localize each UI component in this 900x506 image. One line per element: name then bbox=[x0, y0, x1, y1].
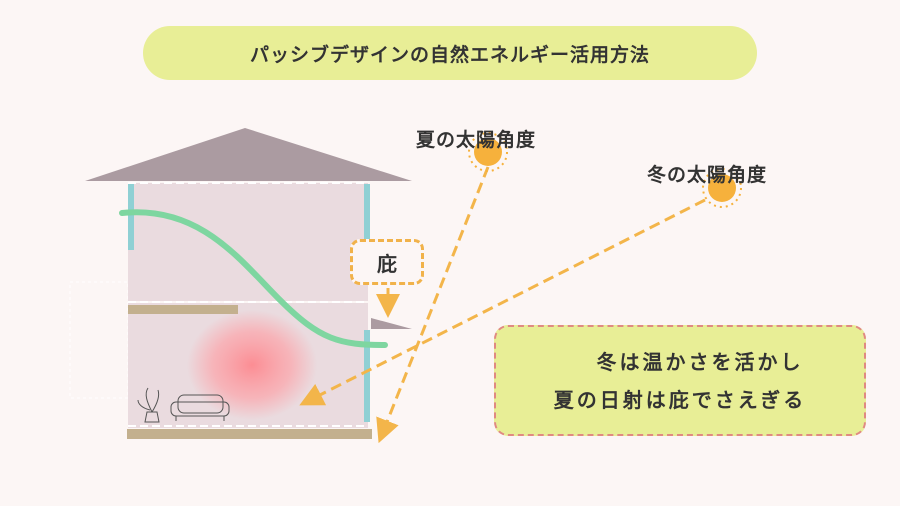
eave-label: 庇 bbox=[350, 239, 424, 285]
heat-glow bbox=[187, 310, 317, 420]
winter-sun-label: 冬の太陽角度 bbox=[647, 164, 768, 186]
mezzanine-floor bbox=[128, 305, 238, 314]
tip-line-2: 夏の日射は庇でさえぎる bbox=[553, 387, 807, 412]
eave bbox=[371, 318, 412, 329]
airflow-curve bbox=[119, 209, 388, 348]
window-upper-right bbox=[364, 184, 370, 244]
left-annex bbox=[69, 281, 129, 399]
roof bbox=[85, 128, 412, 181]
ground-floor bbox=[127, 429, 372, 439]
tip-line-1: 冬は温かさを活かし bbox=[596, 349, 804, 374]
summer-sun-label: 夏の太陽角度 bbox=[416, 129, 537, 151]
winter-sun-icon bbox=[702, 168, 742, 208]
summer-sun-ray bbox=[376, 166, 490, 444]
page-title: パッシブデザインの自然エネルギー活用方法 bbox=[143, 26, 757, 80]
winter-sun-ray bbox=[299, 198, 706, 406]
window-upper-left bbox=[128, 184, 134, 250]
tip-box: 冬は温かさを活かし 夏の日射は庇でさえぎる bbox=[494, 325, 866, 436]
sofa-icon bbox=[170, 394, 230, 421]
house-upper-floor bbox=[128, 183, 368, 301]
summer-sun-icon bbox=[468, 132, 508, 172]
plant-icon bbox=[137, 387, 160, 423]
window-lower-right bbox=[364, 330, 370, 422]
